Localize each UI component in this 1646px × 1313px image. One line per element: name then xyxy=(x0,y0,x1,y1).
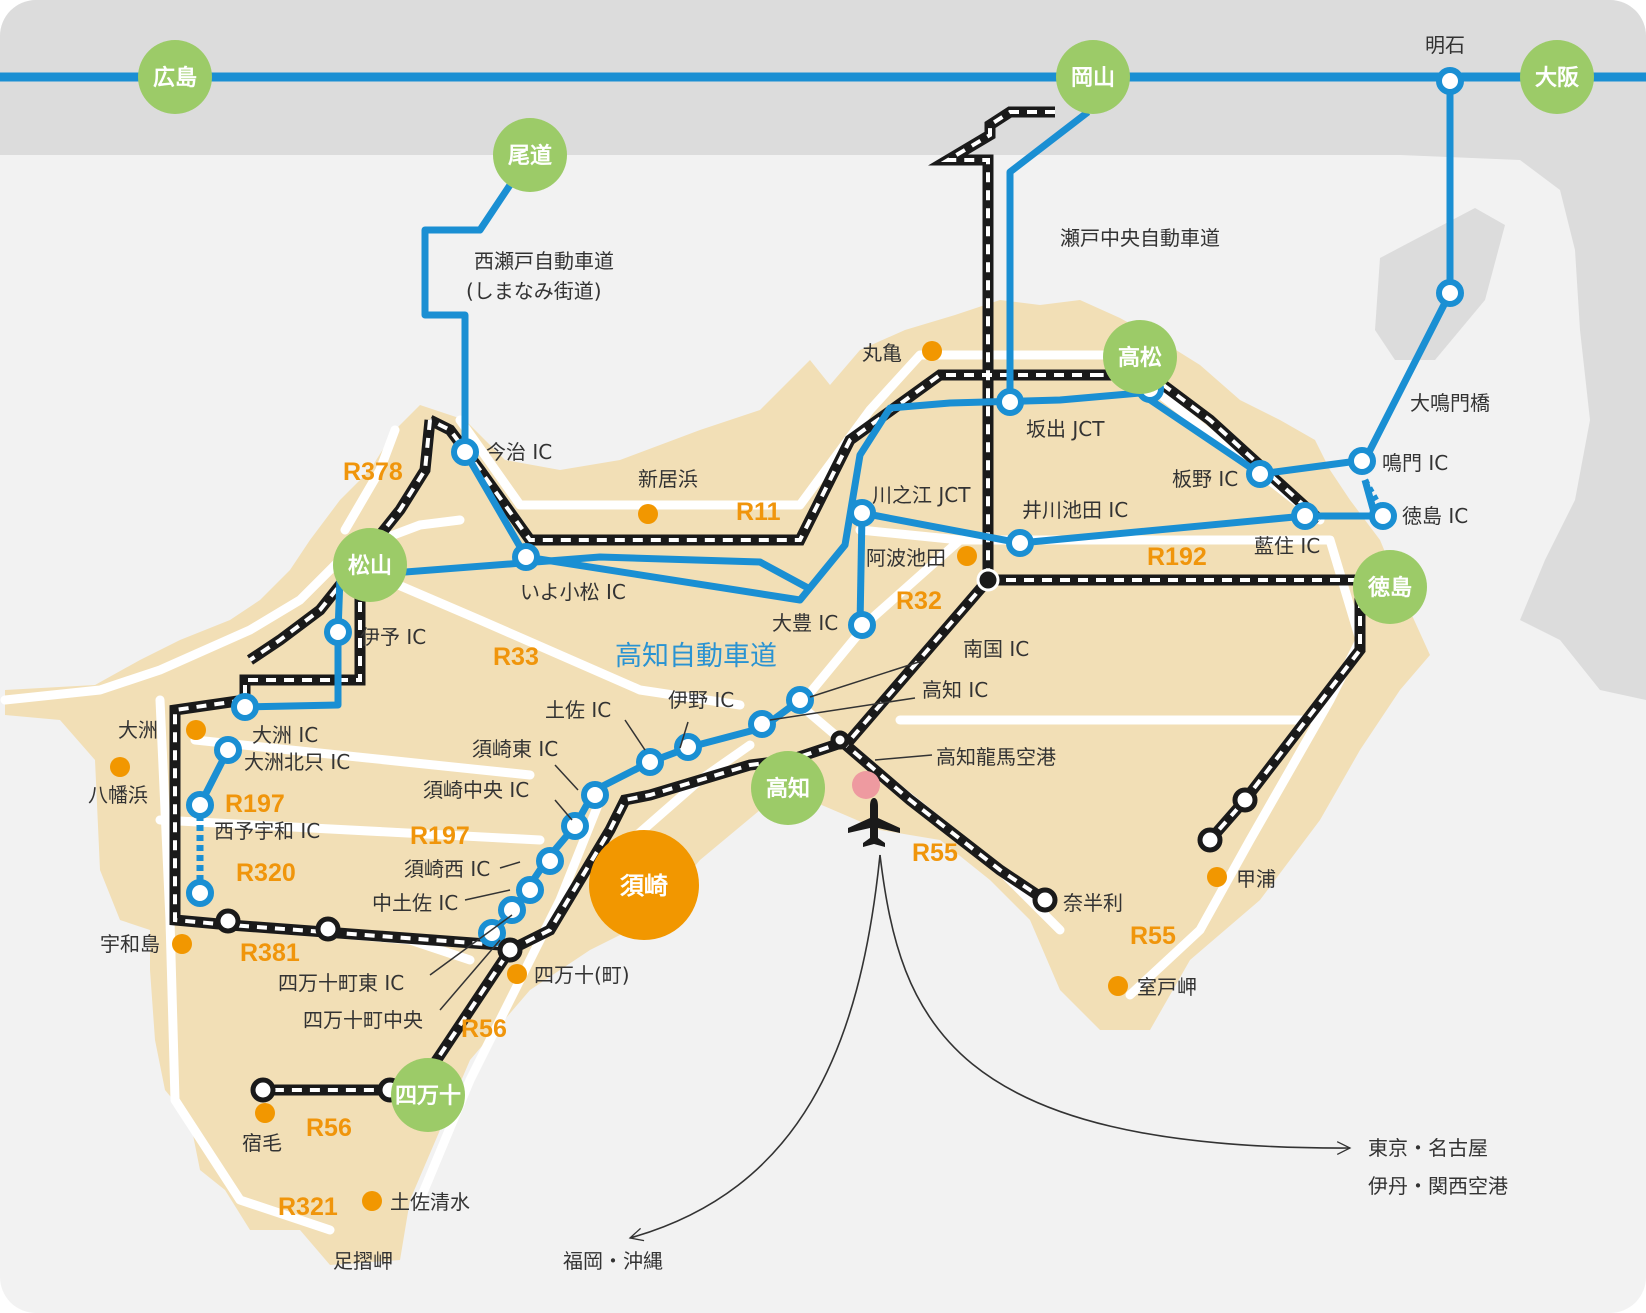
label-kochi-expressway: 高知自動車道 xyxy=(615,641,777,672)
route-r11: R11 xyxy=(736,498,781,526)
ic-ozu: 大洲 IC xyxy=(252,723,318,747)
place-fukuoka: 福岡・沖縄 xyxy=(563,1249,663,1273)
ic-iyo-komatsu: いよ小松 IC xyxy=(520,580,626,604)
place-akashi: 明石 xyxy=(1425,33,1465,57)
place-tokyo: 東京・名古屋 xyxy=(1368,1136,1488,1160)
flight-routes xyxy=(628,854,1352,1242)
place-tosashimizu: 土佐清水 xyxy=(390,1190,470,1214)
place-ashizuri: 足摺岬 xyxy=(333,1249,393,1273)
station-markers xyxy=(215,730,1258,1103)
route-r32: R32 xyxy=(896,587,942,615)
route-r192: R192 xyxy=(1147,543,1207,571)
place-shimanto-town: 四万十(町) xyxy=(534,963,630,987)
interchange-markers xyxy=(186,67,1464,947)
ic-tosa: 土佐 IC xyxy=(545,698,611,722)
ic-shimanto-higashi: 四万十町東 IC xyxy=(278,971,404,995)
ic-naruto: 鳴門 IC xyxy=(1382,451,1448,475)
ic-iyo: 伊予 IC xyxy=(360,625,426,649)
ic-sakaide: 坂出 JCT xyxy=(1026,417,1105,441)
junction-dot xyxy=(976,568,1000,592)
ic-kawanoe: 川之江 JCT xyxy=(872,483,971,507)
ic-imabari: 今治 IC xyxy=(486,440,552,464)
place-niihama: 新居浜 xyxy=(638,467,698,491)
route-r320: R320 xyxy=(236,859,296,887)
ic-aizumi: 藍住 IC xyxy=(1254,534,1320,558)
ic-otoyo: 大豊 IC xyxy=(772,611,838,635)
ic-kochi: 高知 IC xyxy=(922,678,988,702)
hub-matsuyama-label: 松山 xyxy=(348,554,392,579)
hub-kochi-label: 高知 xyxy=(766,776,810,802)
hub-hiroshima-label: 広島 xyxy=(153,65,197,91)
ic-susaki-nishi: 須崎西 IC xyxy=(404,857,490,881)
hub-okayama-label: 岡山 xyxy=(1071,66,1115,91)
expressway-planned-tokushima xyxy=(1362,478,1388,518)
place-awa-ikeda: 阿波池田 xyxy=(866,546,946,570)
airport-marker xyxy=(852,771,880,799)
hub-susaki xyxy=(589,830,699,940)
route-r321: R321 xyxy=(278,1193,338,1221)
hub-shimanto-label: 四万十 xyxy=(395,1084,461,1109)
route-r378: R378 xyxy=(343,458,403,486)
place-muroto: 室戸岬 xyxy=(1137,975,1197,999)
hub-susaki-label: 須崎 xyxy=(620,872,668,900)
ic-susaki-chuo: 須崎中央 IC xyxy=(423,778,529,802)
route-r55a: R55 xyxy=(912,839,958,867)
route-r33: R33 xyxy=(493,643,539,671)
ic-leader-lines xyxy=(429,659,933,1011)
label-setochuo: 瀬戸中央自動車道 xyxy=(1060,226,1220,250)
route-r197a: R197 xyxy=(225,790,285,818)
place-ozu: 大洲 xyxy=(118,718,158,742)
label-shimanami: (しまなみ街道) xyxy=(466,279,602,303)
place-marugame: 丸亀 xyxy=(862,341,902,365)
label-nishiseto: 西瀬戸自動車道 xyxy=(474,249,614,273)
label-naruto-bridge: 大鳴門橋 xyxy=(1410,391,1490,415)
route-r56a: R56 xyxy=(461,1015,507,1043)
ic-nankoku: 南国 IC xyxy=(963,637,1029,661)
place-nahari: 奈半利 xyxy=(1063,891,1123,915)
route-r56b: R56 xyxy=(306,1114,352,1142)
place-kannoura: 甲浦 xyxy=(1236,867,1276,891)
place-uwajima: 宇和島 xyxy=(100,932,160,956)
place-yawatahama: 八幡浜 xyxy=(88,783,148,807)
place-airport: 高知龍馬空港 xyxy=(936,745,1056,769)
hub-osaka-label: 大阪 xyxy=(1535,66,1579,91)
hub-tokushima-label: 徳島 xyxy=(1367,575,1412,601)
ic-tokushima: 徳島 IC xyxy=(1402,504,1468,528)
airplane-icon xyxy=(848,798,900,847)
ic-seiyo-uwa: 西予宇和 IC xyxy=(214,819,320,843)
ic-susaki-higashi: 須崎東 IC xyxy=(472,737,558,761)
place-itami: 伊丹・関西空港 xyxy=(1368,1174,1508,1198)
ic-itano: 板野 IC xyxy=(1172,467,1238,491)
hub-onomichi-label: 尾道 xyxy=(508,143,552,169)
route-r381: R381 xyxy=(240,939,300,967)
route-r55b: R55 xyxy=(1130,922,1176,950)
route-r197b: R197 xyxy=(410,822,470,850)
ic-ozu-kitatada: 大洲北只 IC xyxy=(244,750,350,774)
hub-takamatsu-label: 高松 xyxy=(1118,345,1162,371)
place-sukumo: 宿毛 xyxy=(242,1131,282,1155)
hub-circles xyxy=(138,40,1594,1132)
ic-shimanto-chuo: 四万十町中央 xyxy=(303,1008,423,1032)
ic-ikawa-ikeda: 井川池田 IC xyxy=(1022,498,1128,522)
ic-ino: 伊野 IC xyxy=(668,688,734,712)
town-markers xyxy=(110,341,1227,1211)
ic-nakatosa: 中土佐 IC xyxy=(372,891,458,915)
